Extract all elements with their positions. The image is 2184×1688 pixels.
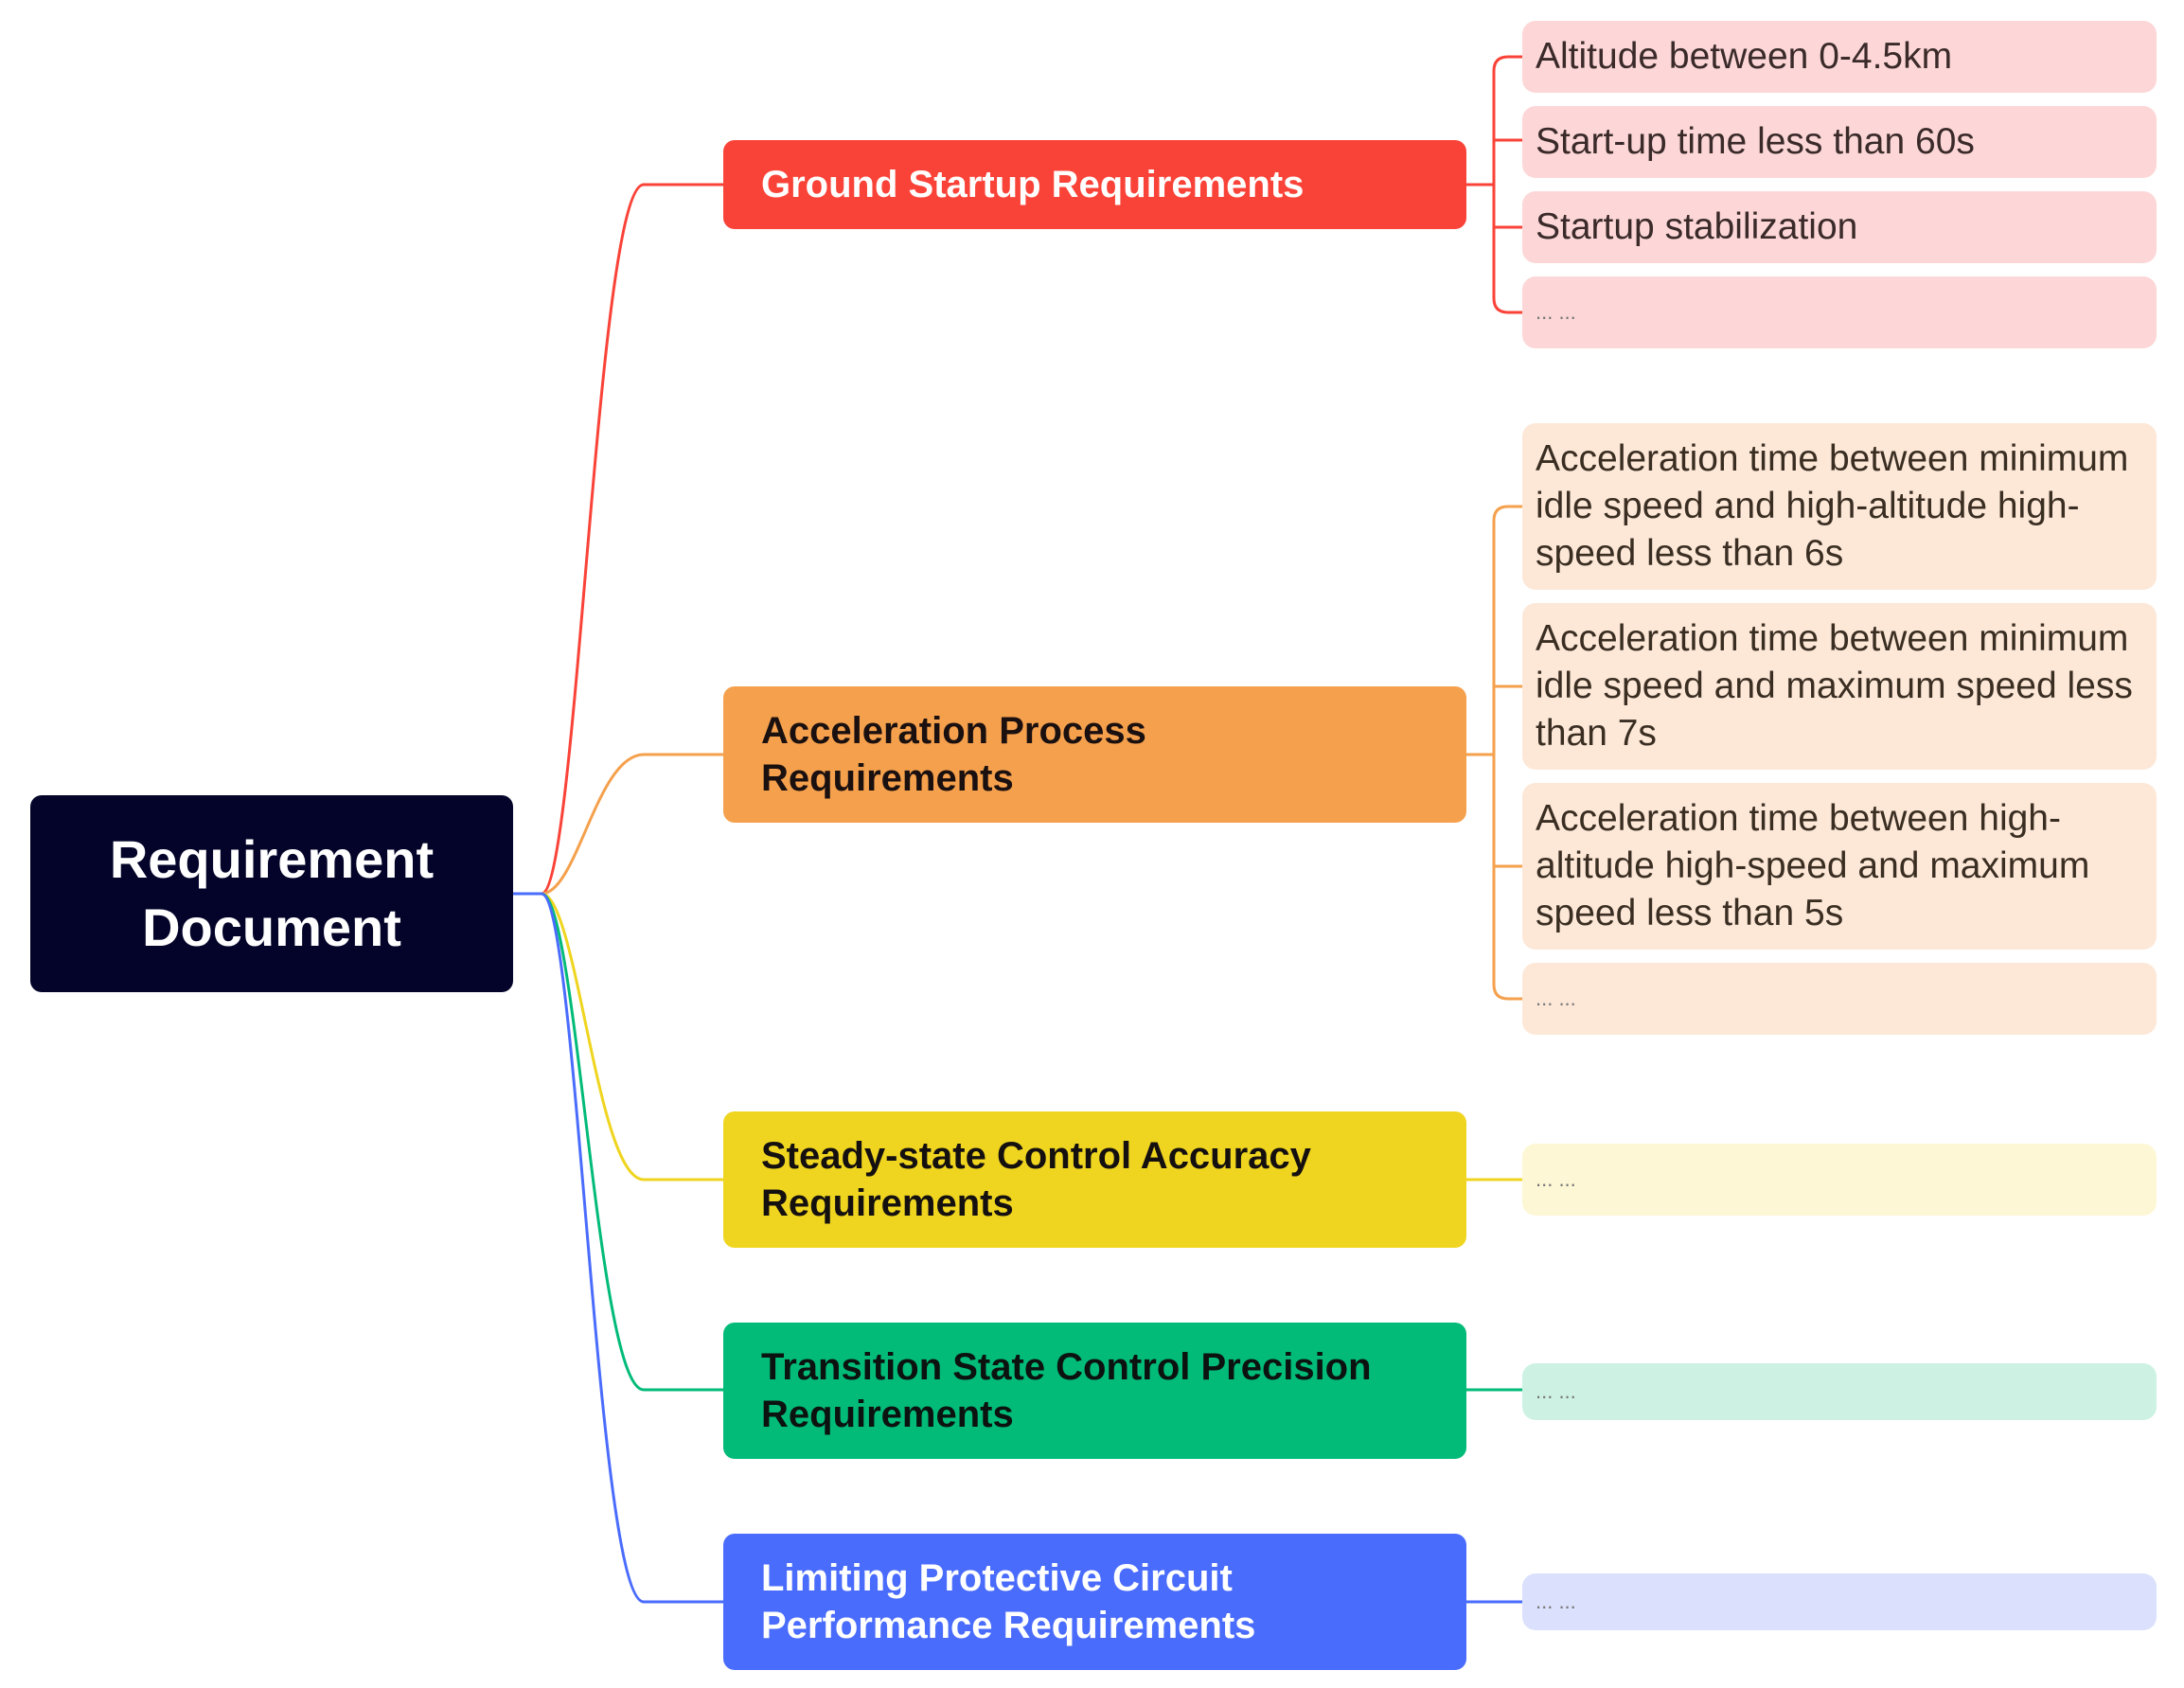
connector-root-limiting [513,892,723,1604]
leaf-ellipsis[interactable]: ... ... [1522,1363,2157,1420]
leaf-label: Acceleration time between high-altitude … [1536,798,2090,933]
leaf-accel-idle-max[interactable]: Acceleration time between minimum idle s… [1522,603,2157,770]
leaf-label: Altitude between 0-4.5km [1536,36,1953,77]
leaf-label: Acceleration time between minimum idle s… [1536,618,2133,754]
leaf-label: ... ... [1536,986,1576,1010]
leaf-altitude[interactable]: Altitude between 0-4.5km [1522,21,2157,93]
branch-label: Limiting Protective Circuit Performance … [761,1557,1256,1646]
branch-label: Transition State Control Precision Requi… [761,1346,1372,1435]
connector-root-ground [513,183,723,896]
leaf-accel-idle-high-altitude[interactable]: Acceleration time between minimum idle s… [1522,423,2157,590]
branch-acceleration-process[interactable]: Acceleration Process Requirements [723,686,1466,823]
branch-label: Acceleration Process Requirements [761,710,1146,799]
branch-ground-startup[interactable]: Ground Startup Requirements [723,140,1466,229]
connector-root-steady [513,892,723,1182]
leaf-ellipsis[interactable]: ... ... [1522,1144,2157,1216]
branch-label: Steady-state Control Accuracy Requiremen… [761,1135,1311,1224]
connector-acceleration-leaves [1466,505,1522,1001]
leaf-ellipsis[interactable]: ... ... [1522,1573,2157,1630]
leaf-ellipsis[interactable]: ... ... [1522,276,2157,348]
leaf-accel-high-altitude-max[interactable]: Acceleration time between high-altitude … [1522,783,2157,950]
leaf-label: Start-up time less than 60s [1536,121,1975,162]
leaf-label: ... ... [1536,1167,1576,1191]
branch-transition-state[interactable]: Transition State Control Precision Requi… [723,1323,1466,1459]
leaf-label: Acceleration time between minimum idle s… [1536,438,2129,574]
connector-root-acceleration [513,753,723,896]
leaf-label: ... ... [1536,300,1576,324]
connector-root-transition [513,892,723,1392]
connector-ground-leaves [1466,55,1522,314]
branch-label: Ground Startup Requirements [761,164,1305,205]
leaf-ellipsis[interactable]: ... ... [1522,963,2157,1035]
leaf-startup-stabilization[interactable]: Startup stabilization [1522,191,2157,263]
leaf-label: ... ... [1536,1590,1576,1613]
leaf-label: Startup stabilization [1536,206,1858,247]
branch-steady-state[interactable]: Steady-state Control Accuracy Requiremen… [723,1111,1466,1248]
leaf-label: ... ... [1536,1379,1576,1403]
leaf-startup-time[interactable]: Start-up time less than 60s [1522,106,2157,178]
root-node[interactable]: Requirement Document [30,795,513,992]
branch-limiting-protective[interactable]: Limiting Protective Circuit Performance … [723,1534,1466,1670]
root-label: Requirement Document [109,829,435,957]
